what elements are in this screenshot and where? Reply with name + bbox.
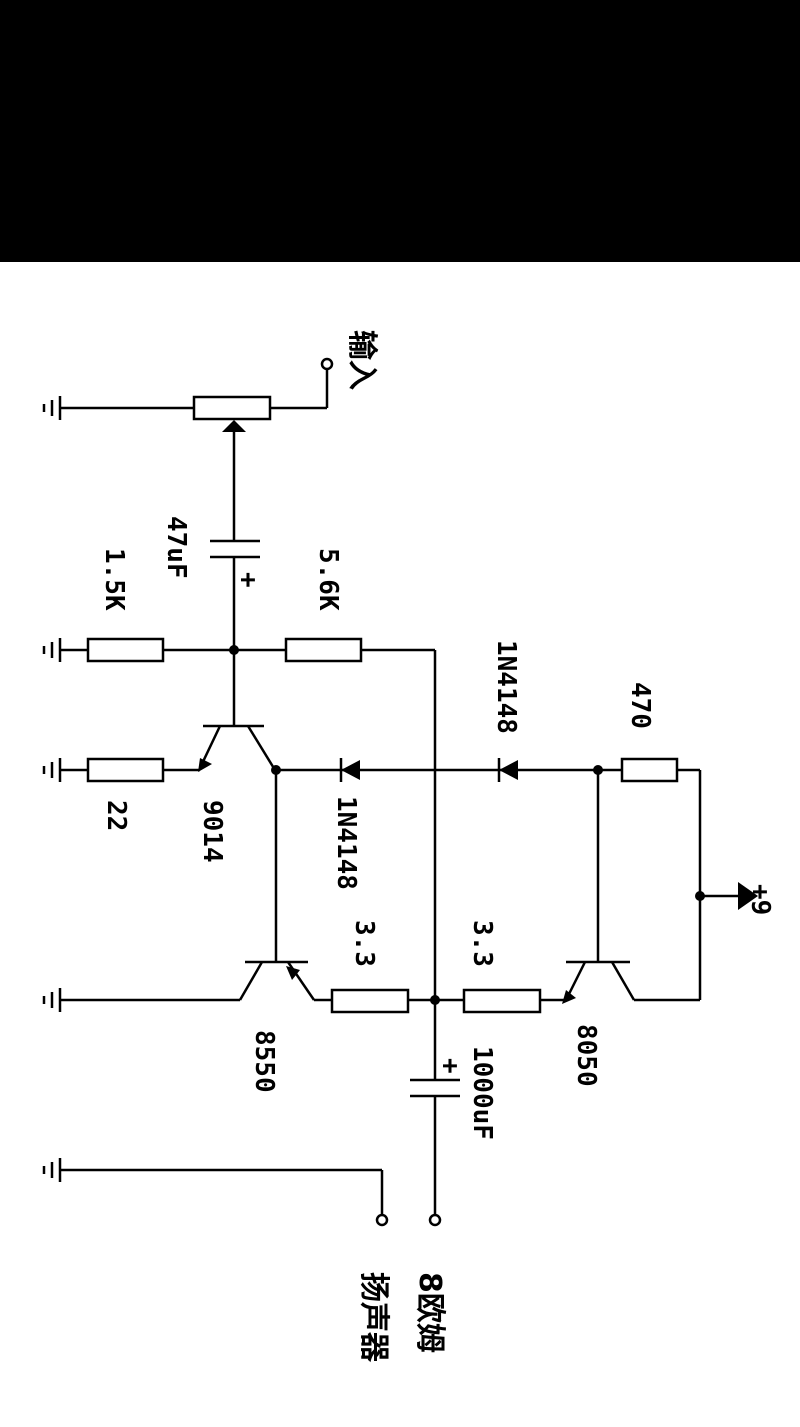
speaker-ground-lead	[60, 1168, 389, 1227]
speaker-label-line1: 8欧姆	[412, 1272, 447, 1353]
cap-1000uf-label: 1000uF	[467, 1046, 497, 1140]
input-volume-pot	[60, 357, 334, 541]
ground-icon	[42, 758, 62, 782]
black-top-band	[0, 0, 800, 262]
amplifier-schematic: 输入 47uF + 1.5K 5.6K 1N4148 470 22 9014 1…	[42, 330, 775, 1363]
ground-icon	[42, 638, 62, 662]
res-3-3-right-label: 3.3	[467, 920, 497, 967]
speaker-terminal-ground[interactable]	[375, 1213, 389, 1227]
ground-symbols	[42, 396, 62, 1182]
res-3-3-left-label: 3.3	[349, 920, 379, 967]
diode-upper-label: 1N4148	[491, 640, 521, 734]
resistor-1-5k	[86, 637, 165, 663]
resistor-3-3-left	[330, 988, 410, 1014]
supply-plus-9v	[695, 882, 758, 910]
ground-icon	[42, 988, 62, 1012]
transistor-9014	[198, 724, 277, 772]
cap-1000uf-plus: +	[435, 1058, 465, 1074]
input-label: 输入	[344, 330, 379, 390]
capacitor-1000uF	[410, 1000, 460, 1227]
pot-wiper-arrow	[222, 420, 246, 432]
speaker-terminal-hot[interactable]	[428, 1213, 442, 1227]
res-470-label: 470	[625, 682, 655, 729]
output-resistors	[330, 988, 568, 1014]
transistor-8050-label: 8050	[571, 1024, 601, 1087]
transistor-8550-label: 8550	[249, 1030, 279, 1093]
transistor-8550	[60, 770, 332, 1002]
diode-1n4148-lower	[341, 760, 360, 780]
resistor-22	[60, 757, 200, 783]
cap-47uf-label: 47uF	[161, 516, 191, 579]
speaker-label-line2: 扬声器	[356, 1272, 391, 1363]
cap-47uf-plus: +	[233, 572, 263, 588]
capacitor-47uF	[210, 539, 260, 648]
supply-label: +9	[745, 884, 775, 915]
ground-icon	[42, 396, 62, 420]
transistor-9014-label: 9014	[197, 800, 227, 863]
res-5-6k-label: 5.6K	[313, 548, 343, 611]
diode-lower-label: 1N4148	[331, 796, 361, 890]
transistor-8050	[562, 770, 700, 1004]
resistor-470	[620, 757, 679, 783]
res-22-label: 22	[101, 800, 131, 831]
diode-1n4148-upper	[499, 760, 518, 780]
input-terminal[interactable]	[320, 357, 334, 371]
bias-network	[60, 637, 435, 726]
ground-icon	[42, 1158, 62, 1182]
resistor-5-6k	[284, 637, 363, 663]
resistor-3-3-right	[462, 988, 542, 1014]
res-1-5k-label: 1.5K	[99, 548, 129, 611]
